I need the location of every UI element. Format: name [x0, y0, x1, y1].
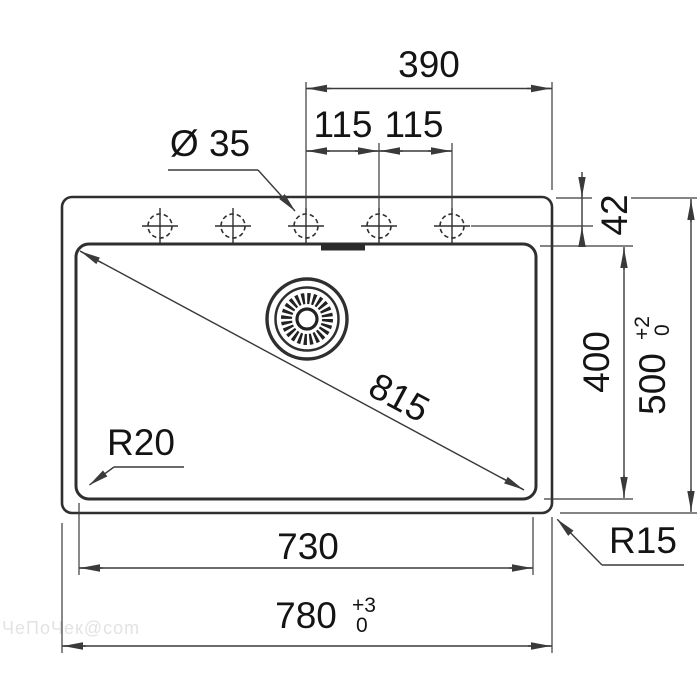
drain-outer-ring: [265, 277, 349, 361]
dim-label-115-right: 115: [385, 104, 444, 145]
sink-outer-edge: [60, 195, 554, 515]
dim-label-r15: R15: [609, 520, 677, 561]
dim-label-780: 780: [275, 595, 337, 636]
dim-400: 400: [540, 245, 633, 500]
watermark-text: ЧеПоЧек@com: [2, 618, 140, 638]
dim-label-780-tol-upper: +3: [352, 594, 376, 617]
faucet-hole-4: [360, 207, 398, 245]
dim-780: 780 +3 0: [61, 517, 553, 653]
dim-label-390: 390: [398, 44, 460, 85]
dim-label-500: 500: [632, 353, 673, 415]
faucet-hole-1: [141, 207, 179, 245]
faucet-hole-5: [433, 207, 471, 245]
dim-hole-diameter: Ø 35: [168, 123, 296, 212]
dim-label-42: 42: [594, 194, 635, 235]
faucet-hole-2: [214, 207, 252, 245]
dim-label-hole-diameter: Ø 35: [170, 123, 250, 164]
dim-label-115-left: 115: [314, 104, 373, 145]
dim-390: 390: [305, 44, 553, 215]
dim-42: 42: [471, 172, 697, 247]
dim-label-500-tol-lower: 0: [651, 324, 674, 336]
dim-r15: R15: [556, 518, 684, 566]
dim-label-780-tol-lower: 0: [356, 614, 368, 637]
dim-115-115: 115 115: [306, 104, 453, 211]
dim-500: 500 +2 0: [560, 199, 697, 514]
dim-label-730: 730: [277, 526, 339, 567]
dim-r20: R20: [89, 422, 184, 486]
dim-label-815: 815: [362, 365, 436, 430]
drain-middle-ring: [274, 286, 340, 352]
drain-strainer: [265, 277, 349, 361]
dim-label-500-tol-upper: +2: [631, 316, 654, 340]
dim-label-r20: R20: [107, 422, 175, 463]
dim-label-400: 400: [576, 331, 617, 393]
drain-center-hole: [295, 307, 319, 331]
overflow-slot: [321, 244, 365, 251]
dim-730: 730: [78, 503, 534, 575]
drain-serrated-ring: [281, 293, 333, 345]
